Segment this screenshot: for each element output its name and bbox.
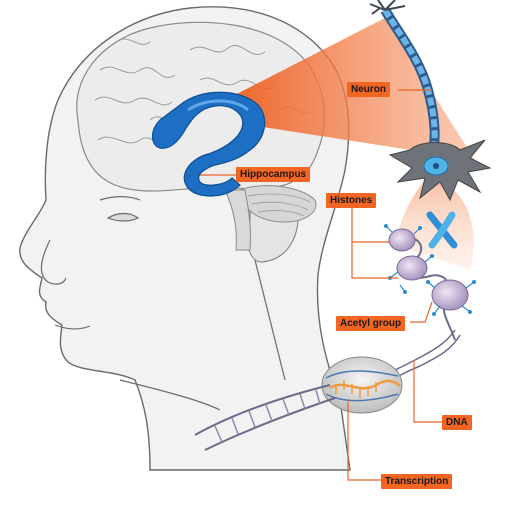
dna-ladder-lower bbox=[194, 384, 336, 451]
jaw bbox=[119, 379, 221, 411]
hippocampus-shape bbox=[151, 91, 266, 197]
hippocampus-highlight bbox=[187, 99, 250, 112]
bubble-dna bbox=[325, 370, 399, 402]
label-hippocampus: Hippocampus bbox=[236, 167, 311, 182]
mouth bbox=[54, 324, 91, 330]
chromosome bbox=[426, 211, 458, 249]
mrna bbox=[329, 379, 401, 398]
brainstem bbox=[224, 189, 251, 251]
label-transcription: Transcription bbox=[381, 474, 453, 489]
histone-3 bbox=[431, 279, 469, 311]
face-features bbox=[40, 196, 286, 411]
neck-line bbox=[254, 259, 286, 381]
chromatin bbox=[384, 224, 476, 341]
label-histones: Histones bbox=[326, 193, 377, 208]
histone-1 bbox=[388, 228, 416, 252]
leader-lines bbox=[200, 89, 442, 481]
label-acetyl-group: Acetyl group bbox=[336, 316, 406, 331]
nose bbox=[40, 239, 67, 285]
histone-2 bbox=[396, 255, 428, 281]
cerebellum-lines bbox=[247, 193, 311, 217]
eyebrow bbox=[99, 196, 141, 201]
eye bbox=[106, 212, 140, 222]
label-neuron: Neuron bbox=[347, 82, 390, 97]
label-dna: DNA bbox=[442, 415, 472, 430]
